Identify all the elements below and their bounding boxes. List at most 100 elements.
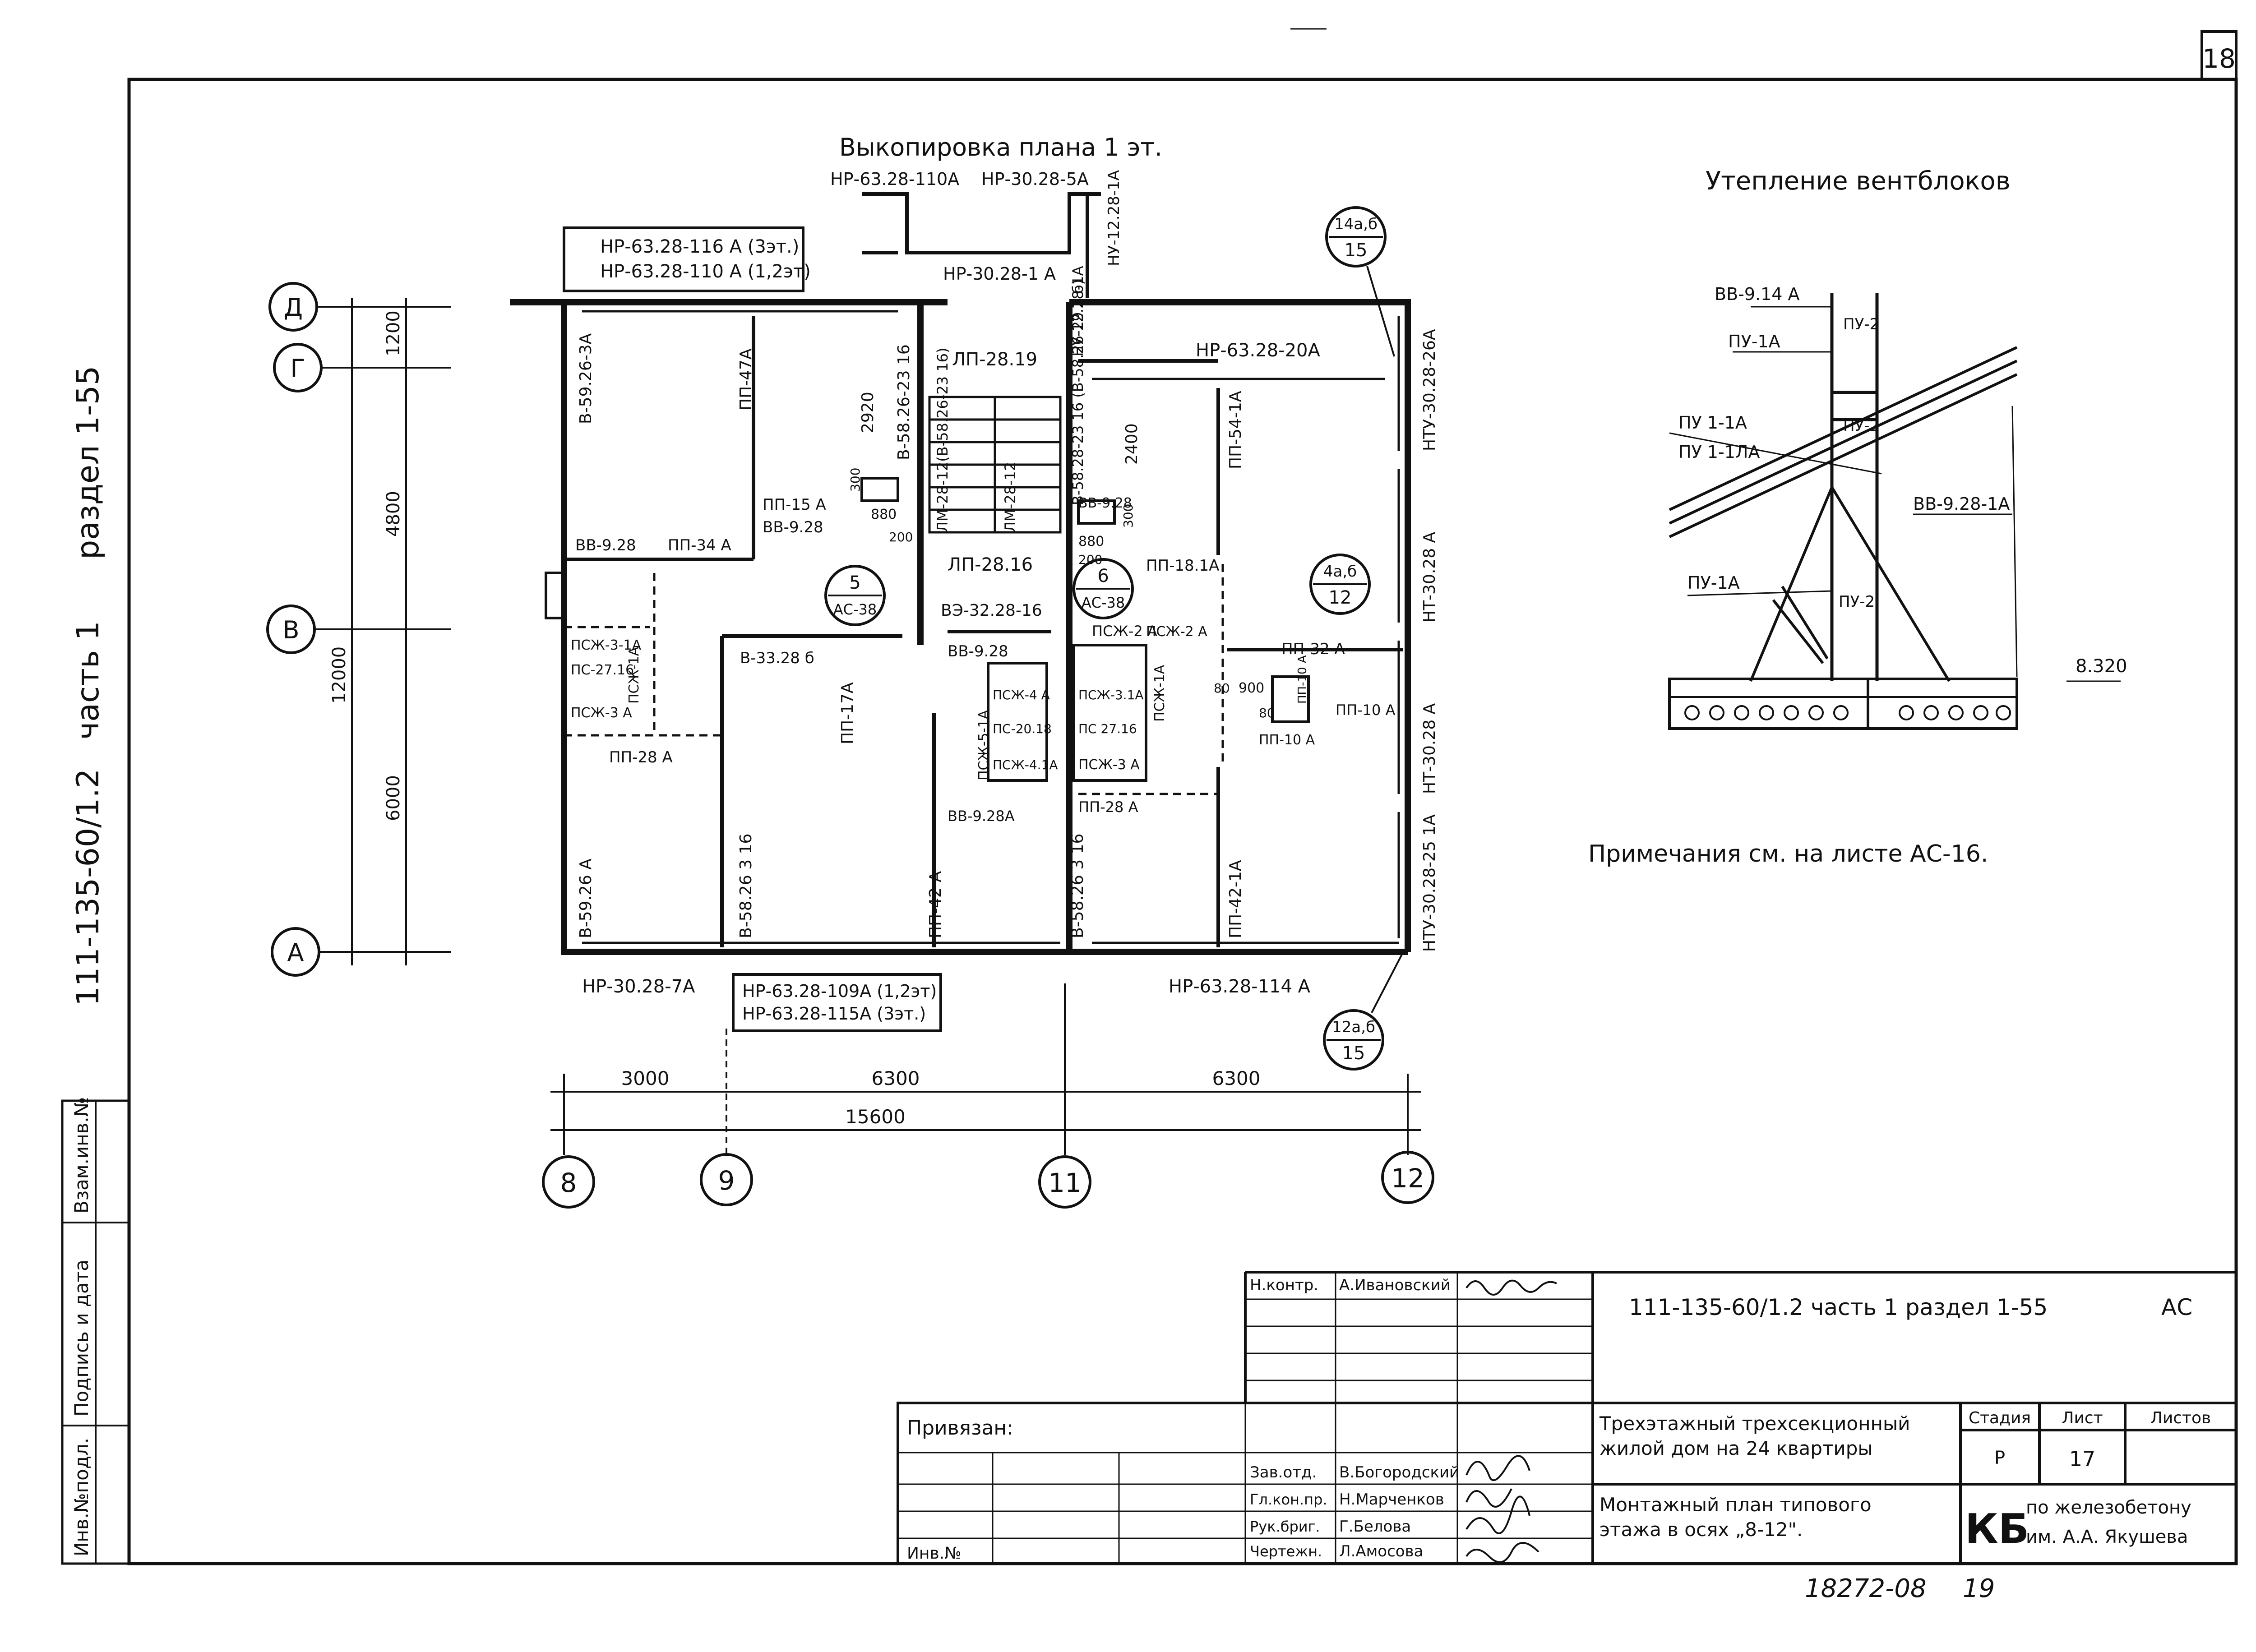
- label-22: ВВ-9.28: [948, 642, 1008, 660]
- label-19: ПСЖ-3 А: [571, 705, 632, 721]
- axis-col-12: 12: [1391, 1163, 1424, 1194]
- label-9: ЛП-28.16: [948, 554, 1033, 575]
- label-28: ПСЖ-3.1А: [1078, 688, 1144, 702]
- footer-number: 18272-08: [1805, 1574, 1927, 1603]
- side-text: 111-135-60/1.2 часть 1 раздел 1-55: [70, 366, 106, 1006]
- label-20: ПП-28 А: [609, 748, 673, 766]
- label-5: ВВ-9.28: [763, 518, 823, 536]
- vent-label-6: ВВ-9.28-1А: [1913, 494, 2010, 514]
- sheet-number-box: 18: [2201, 30, 2238, 81]
- label-35: 80: [1259, 706, 1275, 720]
- label-38: ПП-10 А: [1259, 732, 1315, 748]
- tb-sheet-title-2: этажа в осях „8-12".: [1600, 1518, 1803, 1541]
- floor-plan: Выкопировка плана 1 эт. НР-63.28-110А НР…: [266, 133, 1439, 1209]
- tb-name-0: А.Ивановский: [1339, 1276, 1451, 1294]
- top-label-2: НР-30.28-5А: [981, 169, 1089, 189]
- panel-top-1: НР-63.28-116 А (3эт.): [600, 236, 799, 257]
- dim-12000: 12000: [329, 646, 350, 704]
- dim-15600: 15600: [845, 1106, 906, 1128]
- label-40: НР-63.28-114 А: [1169, 976, 1311, 997]
- signatures: [1465, 1279, 1557, 1563]
- vlabel-18: НТУ-30.28-25 1А: [1420, 814, 1439, 952]
- sheet-number: 18: [2202, 43, 2236, 74]
- dim-3000: 3000: [621, 1067, 670, 1089]
- top-label-1: НР-63.28-110А: [830, 169, 959, 189]
- label-26: ВВ-9.28А: [948, 808, 1015, 825]
- vent-title: Утепление вентблоков: [1706, 166, 2011, 196]
- label-11: ПП-18.1А: [1146, 557, 1219, 575]
- vlabel-17: НТ-30.28 А: [1420, 703, 1439, 794]
- panel-top-2: НР-63.28-110 А (1,2эт): [600, 261, 811, 282]
- tb-description-2: жилой дом на 24 квартиры: [1600, 1437, 1873, 1459]
- label-10: ВЭ-32.28-16: [941, 601, 1042, 620]
- label-34: 80: [1214, 681, 1230, 696]
- left-stamp: Инв.№подл. Подпись и дата Взам.инв.№: [61, 1097, 130, 1565]
- note: Примечания см. на листе АС-16.: [1588, 840, 1988, 868]
- vlabel-3: 2920: [859, 392, 877, 433]
- dim-6300-b: 6300: [1212, 1067, 1261, 1089]
- dim-6300-a: 6300: [872, 1067, 920, 1089]
- label-23: ПСЖ-4 А: [993, 688, 1050, 702]
- vlabel-5: ЛМ-28-12(В-58.26-23 16): [934, 348, 951, 532]
- dim-1200: 1200: [383, 310, 404, 356]
- building-walls: [510, 299, 1411, 955]
- vent-detail: Утепление вентблоков: [1668, 166, 2127, 730]
- circle-ref-14-top: 14а,б: [1334, 215, 1378, 233]
- tb-name-3: Г.Белова: [1339, 1518, 1411, 1536]
- col-axes: 8 9 11 12: [542, 1151, 1434, 1209]
- top-label-3: НР-30.28-1 А: [943, 264, 1056, 284]
- vertical-dimensions: [343, 298, 415, 965]
- stamp-podpis-data: Подпись и дата: [70, 1260, 92, 1417]
- circle-ref-14: 14а,б 15: [1325, 206, 1395, 357]
- vent-label-8: ПУ-2: [1839, 593, 1875, 611]
- label-0: ЛП-28.19: [952, 349, 1037, 370]
- bottom-box-1: НР-63.28-109А (1,2эт): [742, 981, 937, 1001]
- label-6: 880: [871, 507, 897, 522]
- tb-role-1: Зав.отд.: [1250, 1463, 1317, 1481]
- side-code: 111-135-60/1.2: [70, 769, 106, 1006]
- vent-label-9: 8.320: [2076, 656, 2127, 677]
- vlabel-6: В-58.28-23 16 (В-58.26-29 2 б): [1069, 279, 1086, 505]
- circle-ref-4-top: 4а,б: [1323, 563, 1357, 581]
- tb-stage-header: Стадия: [1969, 1409, 2031, 1427]
- tb-lists-header: Листов: [2150, 1409, 2211, 1427]
- tb-list-header: Лист: [2062, 1409, 2103, 1427]
- vlabel-10: НТУ-30.28-26А: [1420, 329, 1439, 451]
- tb-description-1: Трехэтажный трехсекционный: [1599, 1412, 1910, 1435]
- vent-label-3: ПУ 1-1А: [1678, 413, 1747, 433]
- slab: [1668, 678, 2018, 730]
- axis-col-11: 11: [1048, 1167, 1082, 1198]
- axis-row-A: А: [287, 938, 304, 967]
- vlabel-22: ЛМ-28-12: [1002, 462, 1019, 532]
- label-18: ПС-27.16: [571, 662, 634, 678]
- interior-walls: [564, 316, 1403, 947]
- circle-ref-12-top: 12а,б: [1332, 1018, 1375, 1036]
- axis-col-9: 9: [718, 1165, 735, 1196]
- label-24: ПС-20.18: [993, 721, 1052, 736]
- vlabel-9: ПП-54-1А: [1226, 391, 1245, 469]
- label-14: 300: [1121, 504, 1136, 528]
- vlabel-11: НТ-30.28 А: [1420, 531, 1439, 623]
- dim-6000: 6000: [383, 775, 404, 821]
- plan-title: Выкопировка плана 1 эт.: [839, 133, 1162, 162]
- vlabel-13: В-58.26 3 16: [737, 834, 755, 938]
- top-label-4: НУ-12.28-1А: [1105, 170, 1123, 266]
- axis-row-G: Г: [291, 354, 305, 383]
- label-15: ВВ-9.28: [1078, 495, 1132, 511]
- tb-org-logo: КБ: [1965, 1505, 2029, 1553]
- vlabel-1: В-59.26-3А: [577, 333, 595, 424]
- circle-ref-14-bottom: 15: [1345, 240, 1368, 261]
- tb-inv: Инв.№: [907, 1544, 962, 1563]
- label-37: ПП-10 А: [1336, 701, 1396, 719]
- vlabel-20: ПСЖ-1А: [626, 646, 642, 704]
- vent-label-4: ПУ 1-1ЛА: [1678, 442, 1760, 462]
- label-4: ПП-15 А: [763, 496, 826, 514]
- dim-4800: 4800: [383, 491, 404, 537]
- tb-org-2: им. А.А. Якушева: [2026, 1527, 2188, 1547]
- stair: [928, 396, 1062, 534]
- row-axes: Д Г В А: [266, 282, 451, 977]
- label-1: НР-63.28-20А: [1196, 340, 1320, 361]
- vlabel-14: ПП-42 А: [926, 871, 945, 938]
- axis-row-V: В: [282, 616, 299, 644]
